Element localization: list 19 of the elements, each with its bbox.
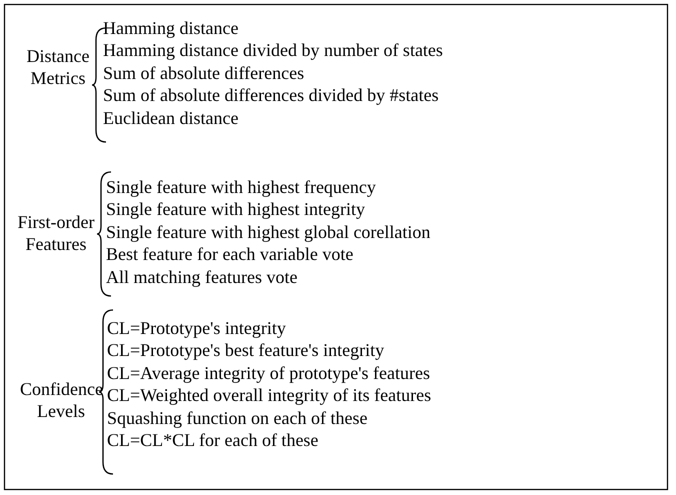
category-heading: First-order Features [16, 211, 96, 255]
list-item: Hamming distance [103, 17, 238, 39]
list-item: CL=CL*CL for each of these [107, 429, 318, 451]
list-item: Best feature for each variable vote [106, 243, 354, 266]
list-item: Hamming distance divided by number of states [103, 39, 443, 62]
list-item: Squashing function on each of these [107, 406, 368, 429]
list-item: All matching features vote [106, 266, 298, 288]
list-item: CL=Prototype's integrity [107, 317, 286, 339]
category-heading: Distance Metrics [26, 45, 90, 89]
list-item: Single feature with highest frequency [106, 176, 376, 198]
list-item: Euclidean distance [103, 106, 238, 129]
category-heading: Confidence Levels [20, 378, 102, 422]
list-item: Single feature with highest integrity [106, 198, 365, 220]
list-item: CL=Weighted overall integrity of its features [107, 384, 432, 406]
list-item: Sum of absolute differences [103, 62, 304, 84]
list-item: CL=Average integrity of prototype's features [107, 362, 430, 384]
list-item: CL=Prototype's best feature's integrity [107, 339, 384, 362]
list-item: Sum of absolute differences divided by #states [103, 84, 439, 106]
list-item: Single feature with highest global corellation [106, 220, 430, 243]
